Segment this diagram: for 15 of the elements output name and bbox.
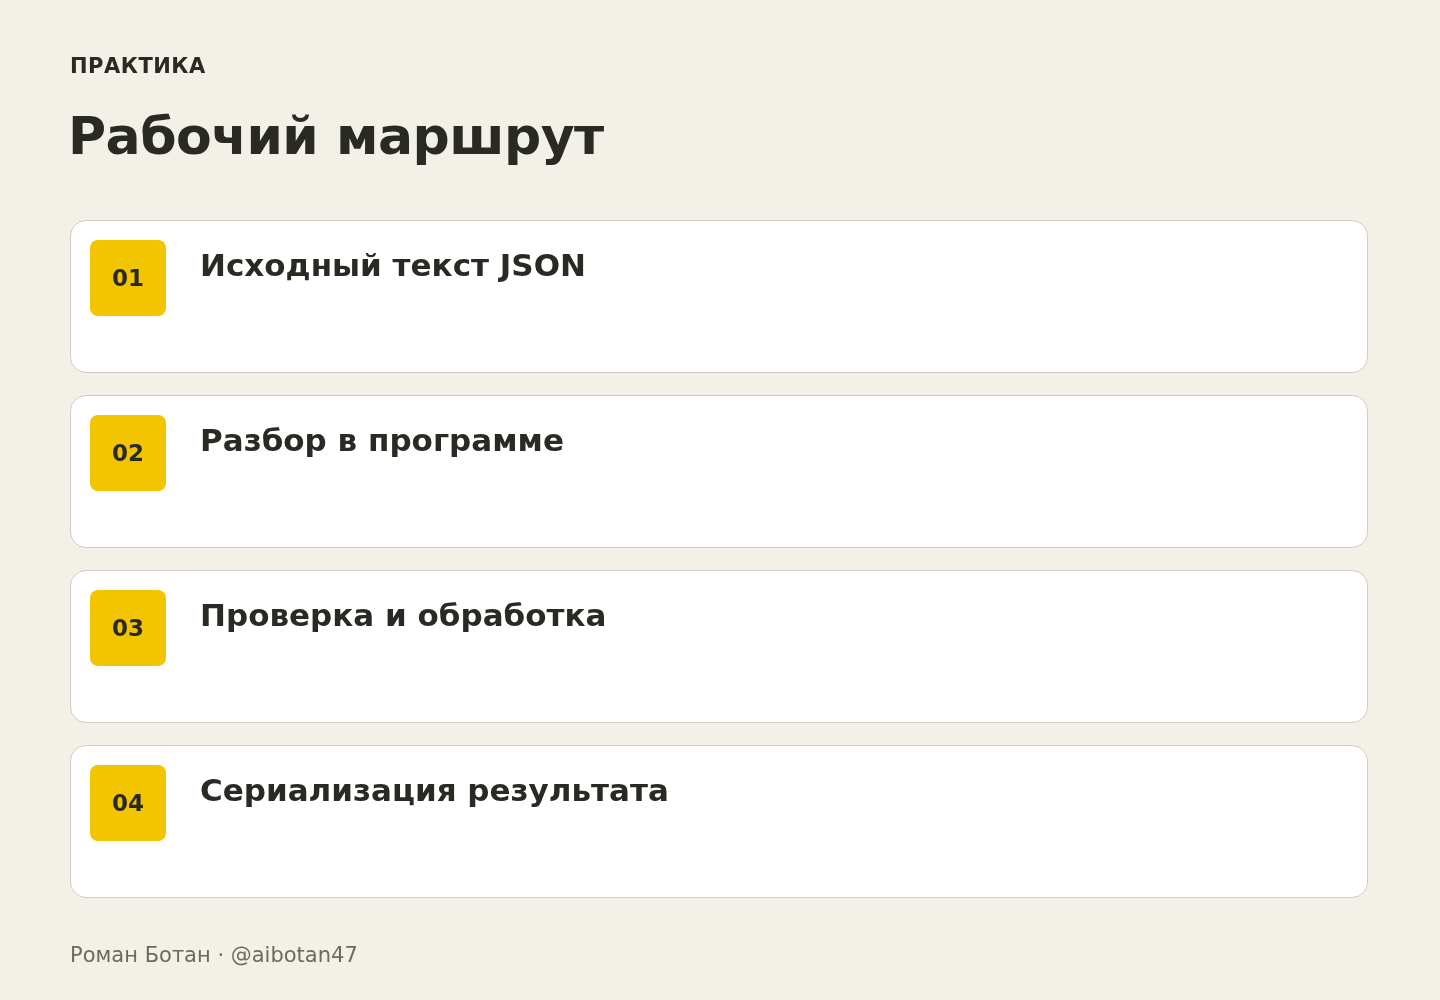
step-title: Разбор в программе	[200, 422, 564, 458]
footer-credits: Роман Ботан · @aibotan47	[70, 943, 358, 967]
step-number: 02	[90, 415, 166, 491]
step-card	[70, 220, 1368, 373]
step-card	[70, 745, 1368, 898]
step-card	[70, 395, 1368, 548]
step-number: 01	[90, 240, 166, 316]
step-card	[70, 570, 1368, 723]
step-title: Исходный текст JSON	[200, 247, 586, 283]
step-title: Проверка и обработка	[200, 597, 607, 633]
page-title: Рабочий маршрут	[68, 106, 604, 166]
step-number: 03	[90, 590, 166, 666]
step-title: Сериализация результата	[200, 772, 669, 808]
step-number: 04	[90, 765, 166, 841]
section-kicker: ПРАКТИКА	[70, 54, 206, 78]
